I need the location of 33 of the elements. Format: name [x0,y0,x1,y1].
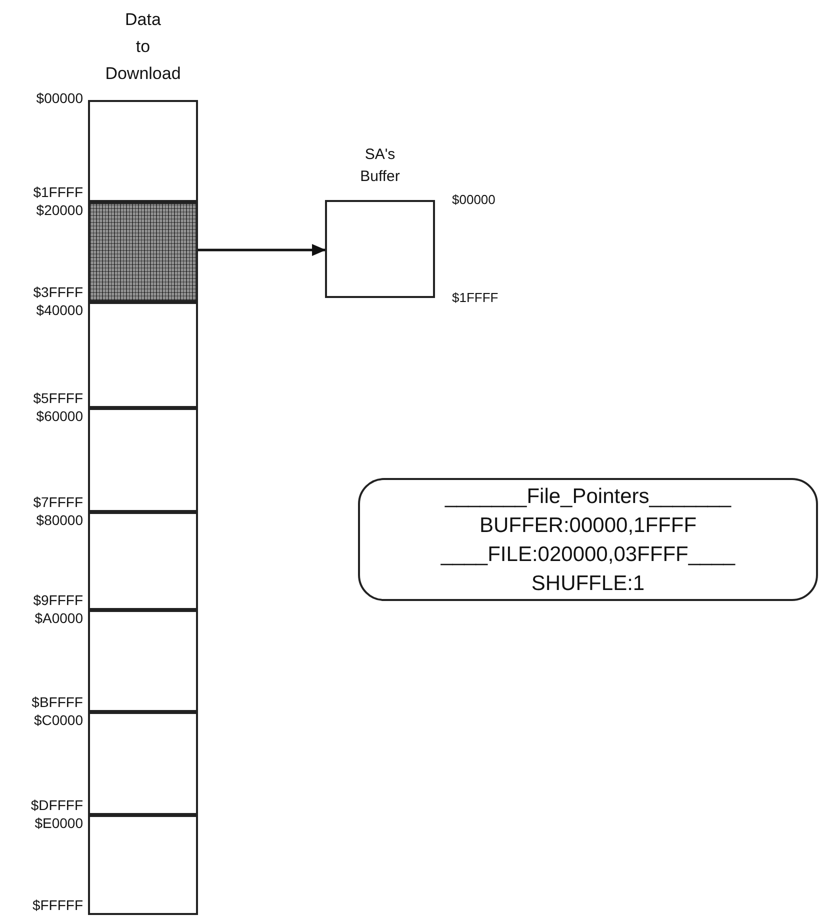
address-label: $FFFFF [32,897,83,913]
pointer-text: SHUFFLE:1 [530,571,646,597]
address-label: $BFFFF [32,694,83,710]
address-label: $DFFFF [30,797,83,813]
file-pointers-box [358,478,818,601]
block-heading: Data to Download [104,9,182,85]
address-label: $9FFFF [33,592,83,608]
memory-block [88,512,198,610]
memory-block [88,712,198,815]
address-label: $E0000 [34,815,83,831]
address-label: $7FFFF [33,494,83,510]
address-label: $60000 [36,408,83,424]
pointer-text: ____FILE:020000,03FFFF____ [440,542,736,568]
address-label: $1FFFF [452,290,498,306]
address-label: $C0000 [34,712,83,728]
buffer-box [325,200,435,298]
address-label: $00000 [36,90,83,106]
memory-block [88,610,198,712]
shaded-memory-block [88,202,198,302]
arrow [196,244,326,256]
block-heading: SA's Buffer [359,145,401,187]
address-label: $5FFFF [33,390,83,406]
address-label: $00000 [452,192,496,208]
address-label: $40000 [36,302,83,318]
address-label: $20000 [36,202,83,218]
address-label: $A0000 [34,610,83,626]
memory-block [88,408,198,512]
memory-block [88,302,198,408]
address-label: $80000 [36,512,83,528]
address-label: $1FFFF [33,184,83,200]
address-label: $3FFFF [33,284,83,300]
pointer-text: BUFFER:00000,1FFFF [478,513,698,539]
pointer-text: _______File_Pointers_______ [444,484,732,510]
